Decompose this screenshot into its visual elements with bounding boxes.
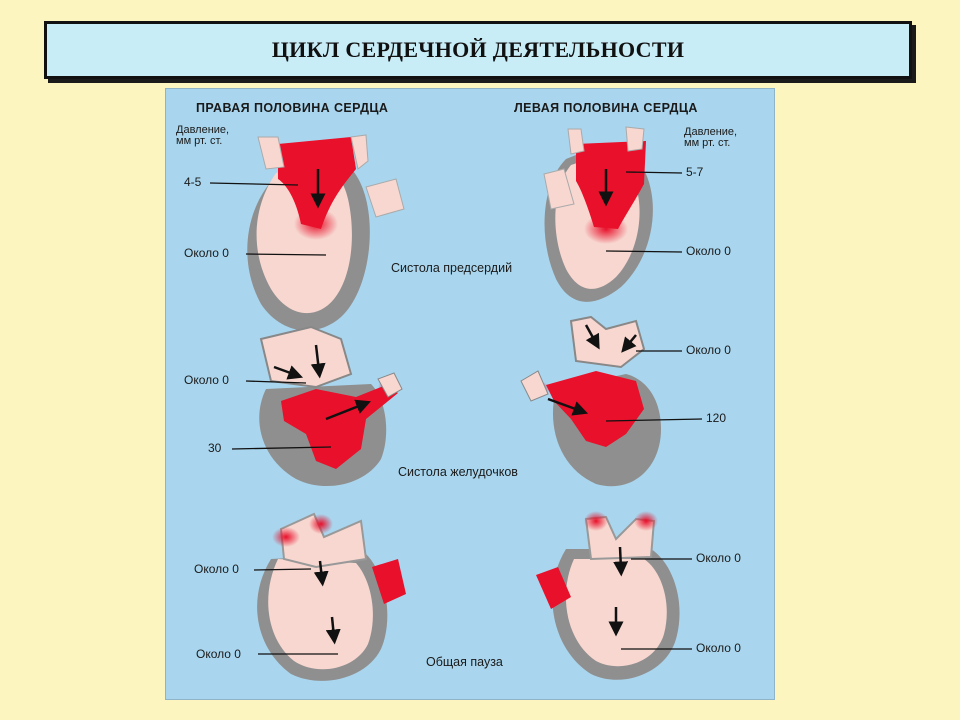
heart-left-atrial-systole: [543, 126, 653, 302]
value-gp-left-atrium: Около 0: [696, 551, 741, 565]
phase-atrial-systole: Систола предсердий: [391, 261, 513, 275]
value-as-left-ventricle: Около 0: [686, 244, 731, 258]
phase-general-pause: Общая пауза: [426, 655, 503, 669]
pressure-unit-left-line1: Давление,: [684, 126, 738, 138]
value-as-right-ventricle: Около 0: [184, 246, 229, 260]
value-vs-left-atrium: Около 0: [686, 343, 731, 357]
value-gp-right-ventricle: Около 0: [196, 647, 241, 661]
phase-ventricular-systole: Систола желудочков: [398, 465, 518, 479]
value-as-left-atrium: 5-7: [686, 165, 704, 179]
value-as-right-atrium: 4-5: [184, 175, 202, 189]
heart-left-general-pause: [536, 511, 680, 680]
value-gp-left-ventricle: Около 0: [696, 641, 741, 655]
pressure-unit-right-line1: Давление,: [176, 124, 230, 136]
right-half-header: ПРАВАЯ ПОЛОВИНА СЕРДЦА: [196, 101, 389, 115]
title-box: ЦИКЛ СЕРДЕЧНОЙ ДЕЯТЕЛЬНОСТИ: [44, 21, 912, 79]
heart-right-atrial-systole: [247, 134, 405, 331]
page-title: ЦИКЛ СЕРДЕЧНОЙ ДЕЯТЕЛЬНОСТИ: [271, 37, 685, 62]
pressure-unit-right-line2: мм рт. ст.: [176, 135, 223, 147]
pressure-unit-left-line2: мм рт. ст.: [684, 137, 731, 149]
heart-illustrations: [209, 126, 703, 681]
heart-left-ventricular-systole: [520, 315, 661, 487]
heart-cycle-diagram: ПРАВАЯ ПОЛОВИНА СЕРДЦА ЛЕВАЯ ПОЛОВИНА СЕ…: [165, 88, 775, 700]
leader-lines: [209, 171, 703, 655]
value-gp-right-atrium: Около 0: [194, 562, 239, 576]
value-vs-right-ventricle: 30: [208, 441, 222, 455]
value-vs-left-ventricle: 120: [706, 411, 727, 425]
value-vs-right-atrium: Около 0: [184, 373, 229, 387]
left-half-header: ЛЕВАЯ ПОЛОВИНА СЕРДЦА: [514, 101, 698, 115]
heart-right-general-pause: [257, 512, 406, 681]
heart-right-ventricular-systole: [259, 325, 403, 487]
